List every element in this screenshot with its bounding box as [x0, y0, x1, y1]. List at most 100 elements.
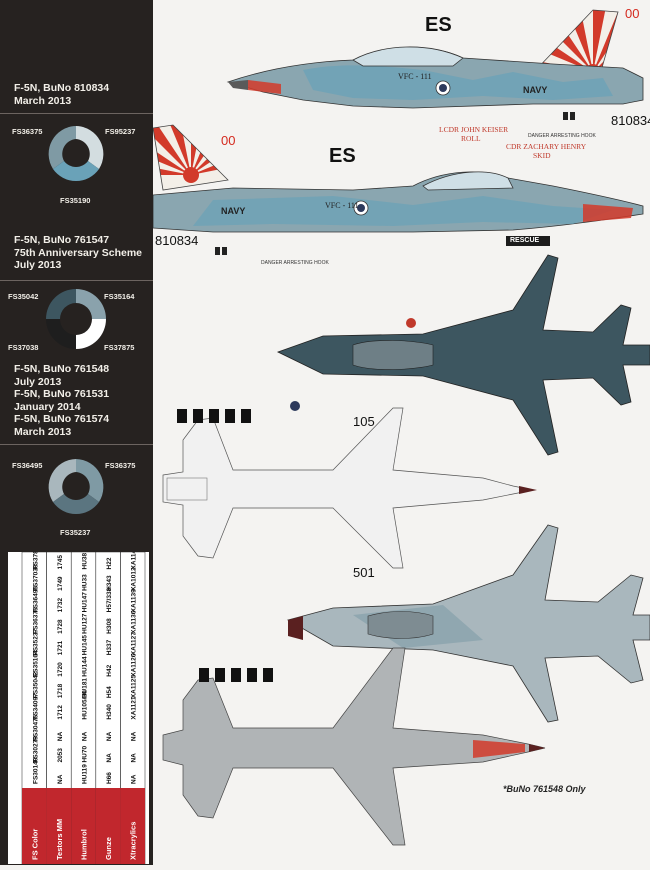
unit-marking: VFC - 111 [398, 72, 432, 81]
rescue-decal [506, 236, 550, 246]
table-cell: 1718 [57, 683, 64, 698]
table-column [120, 552, 146, 864]
table-cell: HU119 [82, 764, 89, 784]
swatch-label: FS35042 [8, 292, 39, 301]
table-cell: H22 [106, 557, 113, 569]
modex-number: 00 [625, 6, 640, 21]
navy-marking: NAVY [523, 85, 548, 95]
table-cell: XA1125 [131, 675, 138, 699]
footnote: *BuNo 761548 Only [503, 784, 586, 794]
sun-ray [191, 140, 228, 175]
table-header: Gunze [104, 837, 113, 860]
divider [0, 444, 153, 445]
swatch-label: FS35237 [60, 528, 91, 537]
table-cell: 1728 [57, 619, 64, 634]
table-cell: XA1127 [131, 632, 138, 656]
table-cell: HU145 [82, 635, 89, 656]
table-cell: NA [57, 774, 64, 784]
table-cell: FS35042 [32, 671, 39, 698]
canopy [367, 611, 434, 639]
pilot-name: CDR ZACHARY HENRY [506, 142, 587, 151]
table-cell: NA [131, 774, 138, 784]
rescue-label: RESCUE [510, 237, 540, 244]
pilot-callsign: ROLL [461, 134, 481, 143]
table-cell: NA [106, 731, 113, 741]
table-cell: 1712 [57, 705, 64, 720]
divider [0, 280, 153, 281]
table-cell: H66 [106, 772, 113, 784]
tail-code: ES [329, 145, 356, 167]
table-cell: H337 [106, 639, 113, 655]
table-cell: XA1136 [131, 610, 138, 634]
table-cell: H42 [106, 664, 113, 676]
color-swatch-ring [48, 459, 104, 515]
table-cell: FS30140 [32, 757, 39, 784]
swatch-label: FS37038 [8, 343, 39, 352]
swatch-label: FS36375 [12, 127, 43, 136]
aircraft-underside-view [162, 401, 537, 569]
sun-ray [153, 157, 191, 175]
aircraft-profile-761547 [152, 124, 644, 255]
table-header: FS Color [13, 825, 22, 856]
sun-ray [593, 10, 618, 72]
aircraft-profile-810834 [226, 9, 644, 120]
caption-810834: F-5N, BuNo 810834 March 2013 [14, 82, 110, 107]
sun-ray [156, 125, 191, 175]
color-swatch-ring [48, 126, 104, 182]
aircraft-underside-view-grey [162, 647, 546, 846]
unit-marking: VFC - 111 [325, 201, 359, 210]
canopy [422, 171, 514, 191]
swatch-label: FS35164 [104, 292, 135, 301]
table-header-cell [22, 788, 47, 864]
pilot-name: LCDR JOHN KEISER [439, 125, 509, 134]
table-cell: 1720 [57, 662, 64, 677]
table-cell: 1745 [57, 555, 64, 570]
table-cell: FS30475 [32, 714, 39, 741]
side-number: 501 [353, 565, 375, 580]
buno-marking: 810834 [155, 233, 199, 248]
red-marker [406, 318, 416, 328]
navy-marking: NAVY [221, 206, 246, 216]
swatch-label: FS95237 [105, 127, 136, 136]
swatch-label: FS36375 [105, 461, 136, 470]
table-cell: FS36375 [32, 607, 39, 634]
swatch-label: FS36495 [12, 461, 43, 470]
national-insignia [290, 401, 300, 411]
danger-stencil: DANGER ARRESTING HOOK [528, 133, 596, 139]
table-cell: 1732 [57, 598, 64, 613]
artwork-area: ES 00 VFC - 111 NAVY 810834 DANGER ARRES… [152, 0, 650, 865]
aircraft-top-view-camo [286, 524, 650, 723]
table-cell: H57/338 [106, 587, 113, 612]
canopy [352, 46, 464, 67]
pilot-callsign: SKID [533, 151, 551, 160]
table-cell: HU105/30 [82, 690, 89, 720]
sun-ray [593, 10, 611, 72]
canopy [352, 340, 434, 370]
table-cell: NA [106, 753, 113, 763]
table-cell: NA [57, 731, 64, 741]
buno-marking: 810834 [611, 113, 650, 128]
left-panel: F-5N, BuNo 810834 March 2013 FS36375 FS9… [0, 0, 153, 865]
table-cell: FS35164 [32, 650, 39, 677]
table-cell: NA [131, 753, 138, 763]
aircraft-drawings [152, 9, 650, 846]
table-cell: HU38 [82, 552, 89, 569]
sun-disc [183, 167, 199, 183]
divider [0, 113, 153, 114]
table-cell: HU127 [82, 613, 89, 634]
shark-mouth [583, 204, 633, 222]
aircraft-top-view-dark [276, 254, 650, 456]
table-header: Humbrol [80, 829, 89, 860]
shark-mouth [473, 740, 525, 758]
table-cell: FS35237 [32, 629, 39, 656]
swatch-label: FS37875 [104, 343, 135, 352]
table-header-cell [46, 788, 72, 864]
table-cell: FS37038 [32, 564, 39, 591]
table-cell: H308 [106, 618, 113, 634]
table-header-cell [120, 788, 145, 864]
table-cell: XA1139 [131, 589, 138, 613]
table-cell: NA [82, 731, 89, 741]
rising-sun-fin [153, 125, 228, 190]
table-cell: FS37875 [32, 552, 39, 569]
